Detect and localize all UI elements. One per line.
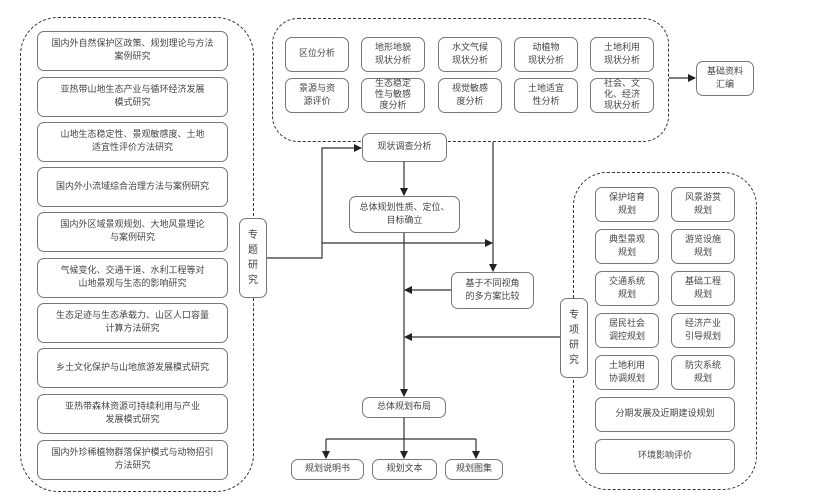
- arrow-topic-to-survey: [267, 144, 362, 259]
- analysis-item: 水文气候 现状分析: [438, 37, 502, 72]
- special-item: 土地利用 协调规划: [595, 355, 659, 390]
- special-item-wide: 分期发展及近期建设规划: [595, 397, 735, 432]
- analysis-item: 土地适宜 性分析: [514, 78, 578, 113]
- topic-item: 国内外珍稀植物群落保护模式与动物招引 方法研究: [37, 440, 228, 480]
- special-item-wide: 环境影响评价: [595, 439, 735, 474]
- multi-scheme-comparison-box: 基于不同视角 的多方案比较: [451, 272, 534, 309]
- special-item: 游览设施 规划: [671, 229, 735, 264]
- topic-research-label: 专题研究: [239, 218, 267, 298]
- output-planning-text: 规划文本: [372, 459, 437, 480]
- topic-item: 乡土文化保护与山地旅游发展模式研究: [37, 348, 228, 388]
- analysis-item: 社会、文 化、经济 现状分析: [590, 78, 654, 113]
- status-analysis-container: [272, 18, 669, 142]
- special-item: 经济产业 引导规划: [671, 313, 735, 348]
- special-item: 防灾系统 规划: [671, 355, 735, 390]
- special-item: 典型景观 规划: [595, 229, 659, 264]
- special-item: 交通系统 规划: [595, 271, 659, 306]
- basic-data-compilation: 基础资料 汇编: [696, 61, 754, 96]
- topic-item: 生态足迹与生态承载力、山区人口容量 计算方法研究: [37, 303, 228, 343]
- topic-item: 亚热带森林资源可持续利用与产业 发展模式研究: [37, 394, 228, 434]
- analysis-item: 生态稳定 性与敏感 度分析: [361, 78, 425, 113]
- analysis-item: 动植物 现状分析: [514, 37, 578, 72]
- topic-research-label-text: 专题研究: [248, 230, 258, 286]
- special-item: 风景游赏 规划: [671, 187, 735, 222]
- analysis-item: 景源与资 源评价: [285, 78, 349, 113]
- topic-item: 国内外区域景观规划、大地风景理论 与案例研究: [37, 212, 228, 252]
- special-research-label: 专项研究: [560, 298, 588, 378]
- special-item: 保护培育 规划: [595, 187, 659, 222]
- topic-item: 亚热带山地生态产业与循环经济发展 模式研究: [37, 77, 228, 117]
- special-item: 基础工程 规划: [671, 271, 735, 306]
- overall-layout-box: 总体规划布局: [362, 397, 446, 418]
- analysis-item: 区位分析: [285, 37, 349, 72]
- topic-item: 国内外自然保护区政策、规划理论与方法 案例研究: [37, 31, 228, 71]
- analysis-item: 土地利用 现状分析: [590, 37, 654, 72]
- analysis-item: 视觉敏感 度分析: [438, 78, 502, 113]
- analysis-item: 地形地貌 现状分析: [361, 37, 425, 72]
- special-research-label-text: 专项研究: [569, 310, 579, 366]
- topic-item: 山地生态稳定性、景观敏感度、土地 适宜性评价方法研究: [37, 122, 228, 162]
- status-survey-box: 现状调查分析: [362, 133, 447, 162]
- output-planning-atlas: 规划图集: [445, 459, 503, 480]
- topic-item: 气候变化、交通干道、水利工程等对 山地景观与生态的影响研究: [37, 258, 228, 298]
- special-item: 居民社会 调控规划: [595, 313, 659, 348]
- planning-positioning-box: 总体规划性质、定位、 目标确立: [349, 196, 460, 233]
- output-planning-manual: 规划说明书: [291, 459, 364, 480]
- topic-item: 国内外小流域综合治理方法与案例研究: [37, 167, 228, 207]
